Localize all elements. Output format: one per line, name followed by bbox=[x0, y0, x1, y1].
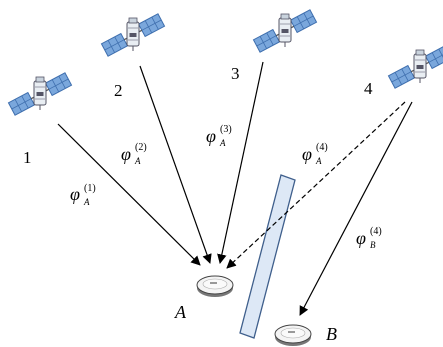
phase-symbol: φ bbox=[206, 126, 216, 146]
phase-label-a2: φ (2) A bbox=[121, 142, 147, 166]
signal-path-1 bbox=[57, 123, 201, 266]
phase-label-b4: φ (4) B bbox=[356, 226, 382, 250]
phase-label-a4: φ (4) A bbox=[302, 142, 328, 166]
satellite-4-label: 4 bbox=[364, 79, 373, 98]
receiver-b-icon bbox=[274, 324, 312, 347]
receiver-a-label: A bbox=[174, 302, 187, 322]
satellite-2-icon bbox=[100, 13, 166, 57]
phase-subscript: A bbox=[83, 197, 90, 207]
phase-symbol: φ bbox=[302, 144, 312, 164]
signal-path-4-dashed bbox=[226, 101, 406, 269]
phase-superscript: (2) bbox=[135, 142, 147, 153]
phase-subscript: A bbox=[315, 156, 322, 166]
phase-subscript: A bbox=[134, 156, 141, 166]
satellite-3-icon bbox=[252, 9, 318, 53]
obstacle-wall bbox=[239, 174, 296, 339]
phase-symbol: φ bbox=[356, 228, 366, 248]
phase-superscript: (4) bbox=[370, 226, 382, 237]
signal-path-2 bbox=[139, 65, 212, 264]
phase-label-a3: φ (3) A bbox=[206, 124, 232, 148]
phase-superscript: (3) bbox=[220, 124, 232, 135]
satellite-1-label: 1 bbox=[23, 148, 32, 167]
signal-path-4-to-b bbox=[299, 101, 413, 316]
satellite-1-icon bbox=[7, 72, 73, 116]
phase-symbol: φ bbox=[70, 184, 80, 204]
satellite-4-icon bbox=[387, 45, 443, 89]
phase-subscript: A bbox=[219, 138, 226, 148]
phase-subscript: B bbox=[370, 240, 376, 250]
phase-label-a1: φ (1) A bbox=[70, 183, 96, 207]
phase-symbol: φ bbox=[121, 144, 131, 164]
phase-superscript: (4) bbox=[316, 142, 328, 153]
satellite-2-label: 2 bbox=[114, 81, 123, 100]
receiver-b-label: B bbox=[326, 324, 337, 344]
receiver-a-icon bbox=[196, 275, 234, 298]
phase-superscript: (1) bbox=[84, 183, 96, 194]
signal-path-3 bbox=[217, 61, 264, 264]
satellite-3-label: 3 bbox=[231, 64, 240, 83]
